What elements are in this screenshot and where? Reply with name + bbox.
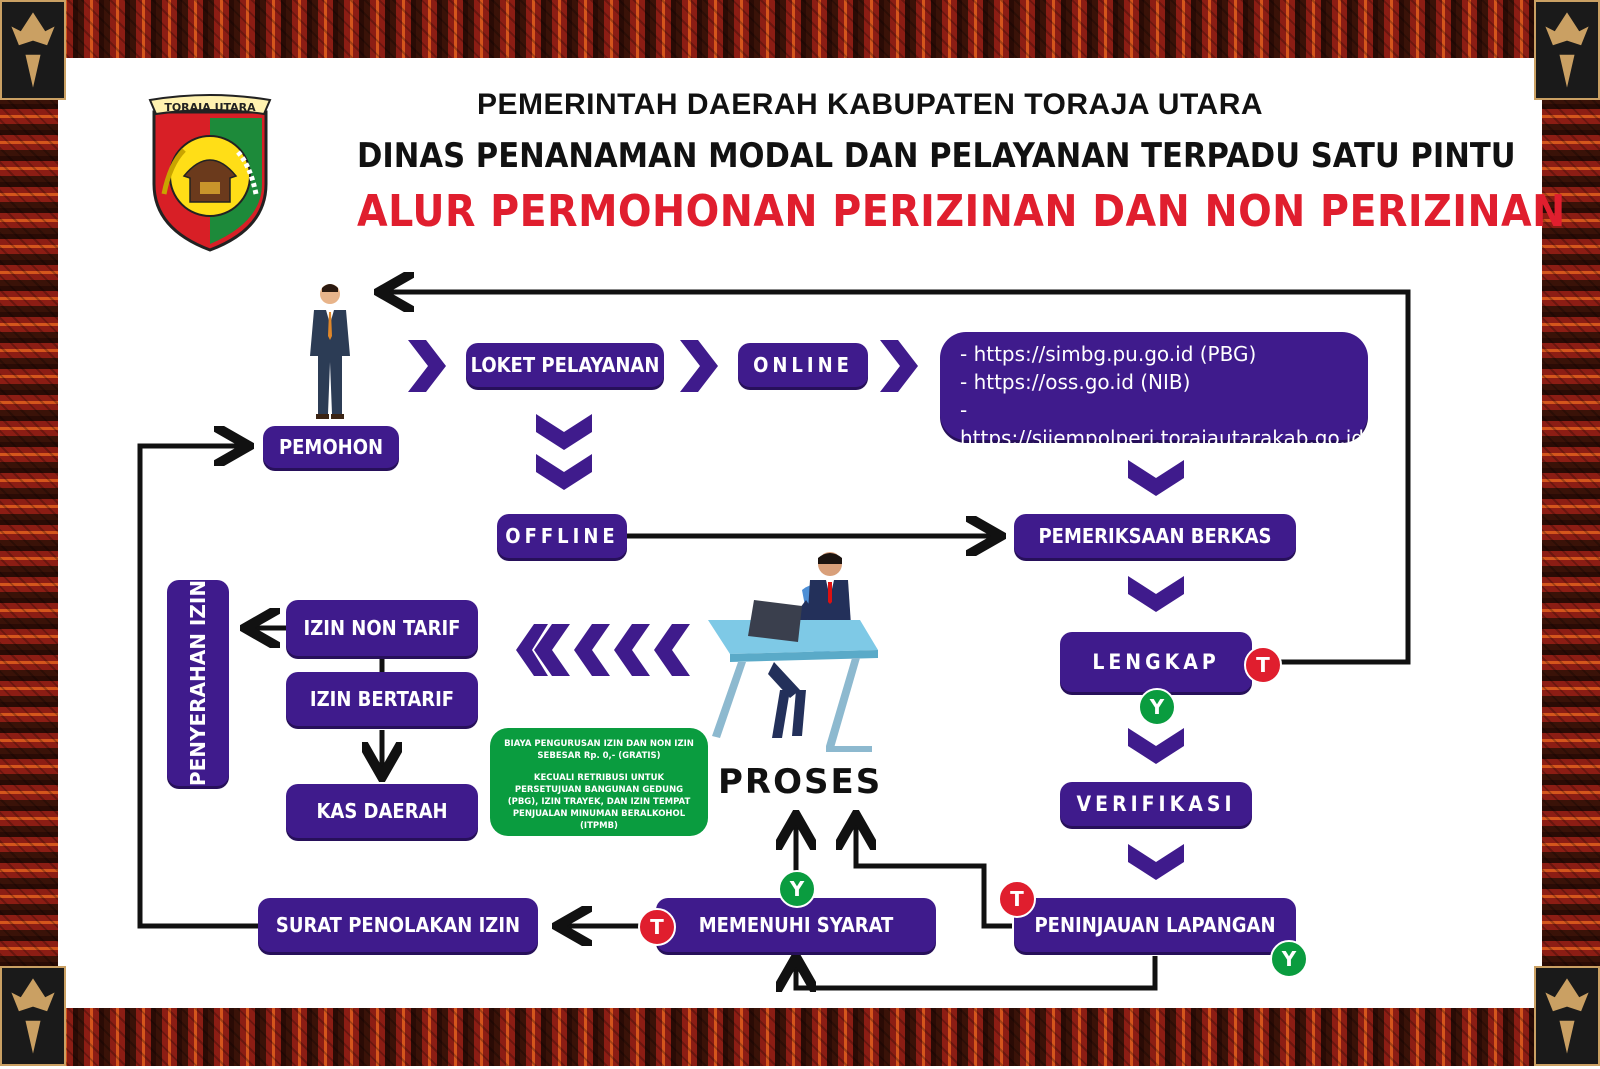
badge-peninjauan-tidak: T bbox=[998, 880, 1036, 918]
node-offline: OFFLINE bbox=[497, 514, 627, 558]
node-surat-penolakan-izin: SURAT PENOLAKAN IZIN bbox=[258, 898, 538, 952]
corner-ornament-icon bbox=[0, 966, 66, 1066]
header-line-2: DINAS PENANAMAN MODAL DAN PELAYANAN TERP… bbox=[357, 136, 1516, 176]
node-izin-bertarif: IZIN BERTARIF bbox=[286, 672, 478, 726]
header-line-3: ALUR PERMOHONAN PERIZINAN DAN NON PERIZI… bbox=[357, 186, 1566, 237]
chevron-right-icon bbox=[408, 340, 446, 392]
badge-peninjauan-ya: Y bbox=[1270, 940, 1308, 978]
arrow-peninjauan-to-proses bbox=[856, 820, 1012, 929]
frame-top-border bbox=[0, 0, 1600, 58]
corner-ornament-icon bbox=[1534, 966, 1600, 1066]
node-loket-pelayanan: LOKET PELAYANAN bbox=[466, 343, 664, 387]
chevron-left-icon bbox=[574, 624, 610, 676]
fee-note: BIAYA PENGURUSAN IZIN DAN NON IZIN SEBES… bbox=[490, 728, 708, 836]
chevron-down-icon bbox=[536, 454, 592, 490]
node-pemeriksaan-berkas: PEMERIKSAAN BERKAS bbox=[1014, 514, 1296, 558]
chevron-down-icon bbox=[1128, 728, 1184, 764]
frame-right-border bbox=[1542, 0, 1600, 1066]
worker-at-desk-icon bbox=[708, 552, 878, 752]
chevron-left-icon bbox=[614, 624, 650, 676]
corner-ornament-icon bbox=[0, 0, 66, 100]
online-url-list: - https://simbg.pu.go.id (PBG) - https:/… bbox=[940, 332, 1368, 450]
header-line-1: PEMERINTAH DAERAH KABUPATEN TORAJA UTARA bbox=[476, 88, 1264, 121]
chevron-down-icon bbox=[1128, 460, 1184, 496]
node-peninjauan-lapangan: PENINJAUAN LAPANGAN bbox=[1014, 898, 1296, 952]
badge-lengkap-ya: Y bbox=[1138, 688, 1176, 726]
arrow-penolakan-to-pemohon bbox=[137, 446, 262, 929]
person-icon bbox=[310, 284, 350, 419]
chevron-right-icon bbox=[680, 340, 718, 392]
chevron-left-icon bbox=[654, 624, 690, 676]
frame-left-border bbox=[0, 0, 58, 1066]
arrow-return-top bbox=[384, 292, 1411, 665]
node-pemohon: PEMOHON bbox=[263, 426, 399, 468]
node-izin-non-tarif: IZIN NON TARIF bbox=[286, 600, 478, 656]
proses-label: PROSES bbox=[718, 762, 883, 802]
url-sijempolperi: - https://sijempolperi.torajautarakab.go… bbox=[960, 398, 1364, 450]
node-penyerahan-izin: PENYERAHAN IZIN bbox=[167, 580, 229, 786]
node-kas-daerah: KAS DAERAH bbox=[286, 784, 478, 838]
node-verifikasi: VERIFIKASI bbox=[1060, 782, 1252, 826]
corner-ornament-icon bbox=[1534, 0, 1600, 100]
node-online: ONLINE bbox=[738, 343, 868, 387]
logo-banner-text: TORAJA UTARA bbox=[164, 101, 256, 114]
chevron-down-icon bbox=[1128, 844, 1184, 880]
url-simbg: - https://simbg.pu.go.id (PBG) bbox=[960, 342, 1257, 366]
chevron-left-icon bbox=[516, 624, 548, 676]
badge-lengkap-tidak: T bbox=[1244, 646, 1282, 684]
badge-memenuhi-ya: Y bbox=[778, 870, 816, 908]
badge-memenuhi-tidak: T bbox=[638, 908, 676, 946]
arrow-peninjauan-to-memenuhi bbox=[796, 956, 1158, 988]
toraja-utara-logo: TORAJA UTARA bbox=[148, 94, 272, 252]
chevron-left-icon bbox=[534, 624, 570, 676]
frame-bottom-border bbox=[0, 1008, 1600, 1066]
url-oss: - https://oss.go.id (NIB) bbox=[960, 370, 1191, 394]
chevron-down-icon bbox=[1128, 576, 1184, 612]
chevron-right-icon bbox=[880, 340, 918, 392]
penyerahan-izin-label: PENYERAHAN IZIN bbox=[186, 579, 210, 787]
node-lengkap: LENGKAP bbox=[1060, 632, 1252, 692]
fee-note-line2: KECUALI RETRIBUSI UNTUK PERSETUJUAN BANG… bbox=[507, 773, 691, 831]
fee-note-line1: BIAYA PENGURUSAN IZIN DAN NON IZIN SEBES… bbox=[504, 739, 694, 761]
chevron-down-icon bbox=[536, 414, 592, 450]
